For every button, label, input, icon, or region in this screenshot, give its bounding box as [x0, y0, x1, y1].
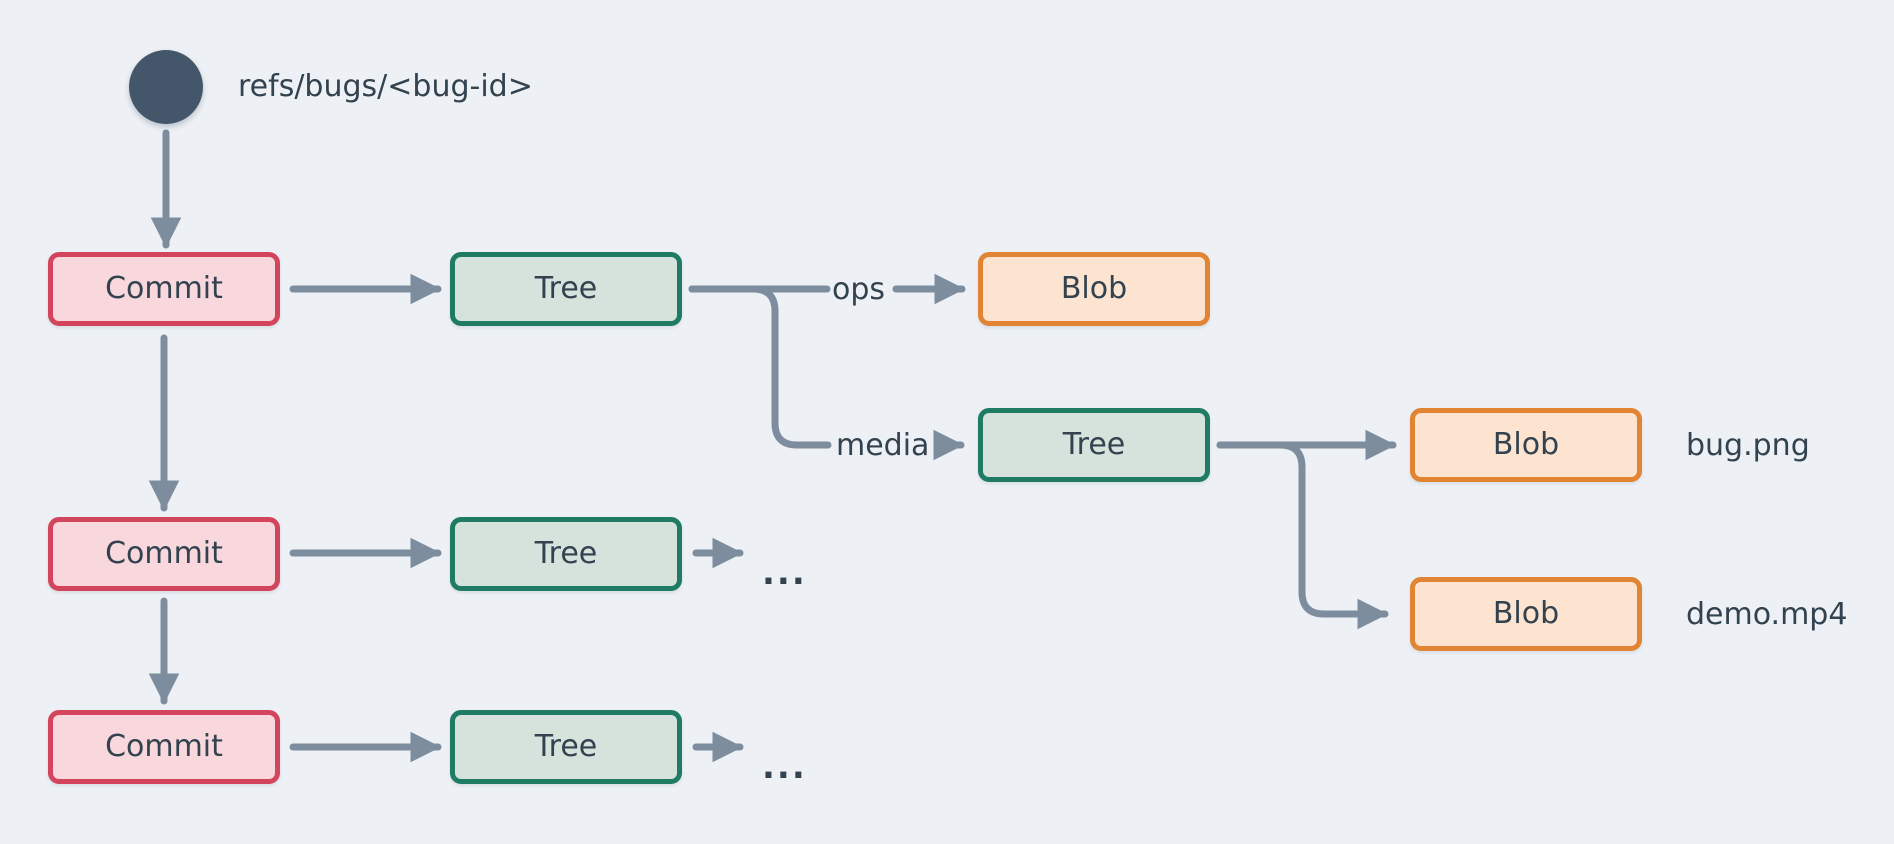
edge-label-media: media — [836, 428, 930, 463]
edge-label-ops: ops — [832, 272, 886, 307]
tree-node-1: Tree — [450, 252, 682, 326]
blob-node-ops: Blob — [978, 252, 1210, 326]
edge-treemedia-to-blob-demo — [1216, 441, 1389, 630]
tree-node-3: Tree — [450, 710, 682, 784]
blob-node-demo-label: Blob — [1492, 596, 1560, 631]
commit-node-1: Commit — [48, 252, 280, 326]
tree-node-1-label: Tree — [534, 271, 598, 306]
tree-node-media-label: Tree — [1062, 427, 1126, 462]
blob-node-bug-label: Blob — [1492, 427, 1560, 462]
tree-node-media: Tree — [978, 408, 1210, 482]
commit-node-3: Commit — [48, 710, 280, 784]
commit-node-2: Commit — [48, 517, 280, 591]
ref-label: refs/bugs/<bug-id> — [238, 69, 533, 104]
commit-node-1-label: Commit — [105, 271, 223, 306]
blob-node-ops-label: Blob — [1060, 271, 1128, 306]
blob-node-demo: Blob — [1410, 577, 1642, 651]
edge-tree1-media-branch — [688, 285, 832, 449]
tree-node-3-label: Tree — [534, 729, 598, 764]
commit-node-2-label: Commit — [105, 536, 223, 571]
file-label-demo-mp4: demo.mp4 — [1686, 597, 1848, 632]
ellipsis-row2: ... — [762, 553, 807, 593]
tree-node-2: Tree — [450, 517, 682, 591]
tree-node-2-label: Tree — [534, 536, 598, 571]
file-label-bug-png: bug.png — [1686, 428, 1810, 463]
commit-node-3-label: Commit — [105, 729, 223, 764]
ref-head-circle — [129, 50, 203, 124]
ellipsis-row3: ... — [762, 747, 807, 787]
blob-node-bug: Blob — [1410, 408, 1642, 482]
